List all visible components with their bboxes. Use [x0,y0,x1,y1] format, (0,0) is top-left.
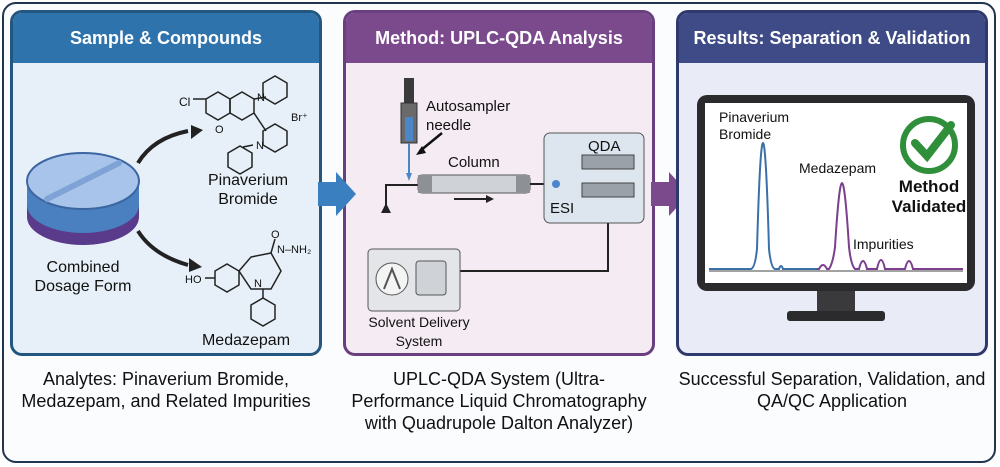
validated-label: Method Validated [891,177,967,216]
label-nh2: N–NH₂ [277,244,312,256]
syringe-icon [400,78,418,181]
peak-pinaverium-label: Pinaverium Bromide [719,109,790,142]
panel-title: Method: UPLC-QDA Analysis [346,13,652,63]
pinaverium-structure [193,75,288,175]
trace-blue [709,141,817,270]
panel-title: Sample & Compounds [13,13,319,63]
caption-results: Successful Separation, Validation, and Q… [678,369,986,411]
uplc-schematic [367,78,645,312]
medazepam-structure [205,238,282,327]
column-icon [417,174,531,194]
label-br: Br⁺ [291,112,308,124]
label-n3: N [254,278,262,290]
tablet-icon [26,152,140,245]
label-ho: HO [185,274,202,286]
check-icon [900,116,958,174]
sample-illustration [26,75,288,327]
label-cl: Cl [179,95,191,109]
label-n1: N [257,92,265,104]
autosampler-label: Autosampler needle [426,98,511,134]
panel-results: Results: Separation & Validation Pinaver… [676,10,988,356]
solvent-delivery-label: Solvent Delivery System [368,314,470,349]
peak-medazepam-label: Medazepam [799,160,877,176]
trace-purple [817,181,963,270]
caption-uplc-system: UPLC-QDA System (Ultra-Performance Liqui… [351,369,647,433]
label-o2: O [271,229,280,241]
label-o: O [215,124,224,136]
arrow-to-pinaverium [136,129,189,165]
arrow-to-medazepam [136,229,189,267]
panel-title: Results: Separation & Validation [679,13,985,63]
panel-method: Method: UPLC-QDA Analysis [343,10,655,356]
caption-analytes: Analytes: Pinaverium Bromide, Medazepam,… [21,369,311,411]
column-label: Column [448,154,500,171]
esi-label: ESI [550,200,575,217]
label-n2: N [256,140,264,152]
compound-pinaverium-label: Pinaverium Bromide [207,172,289,208]
impurities-label: Impurities [853,236,914,252]
panel-sample-compounds: Sample & Compounds [10,10,322,356]
compound-medazepam-label: Medazepam [201,332,291,349]
monitor-chromatogram [697,95,975,321]
dosage-form-label: Combined Dosage Form [34,259,132,295]
qda-label: QDA [588,138,621,155]
flow-line [385,184,418,209]
